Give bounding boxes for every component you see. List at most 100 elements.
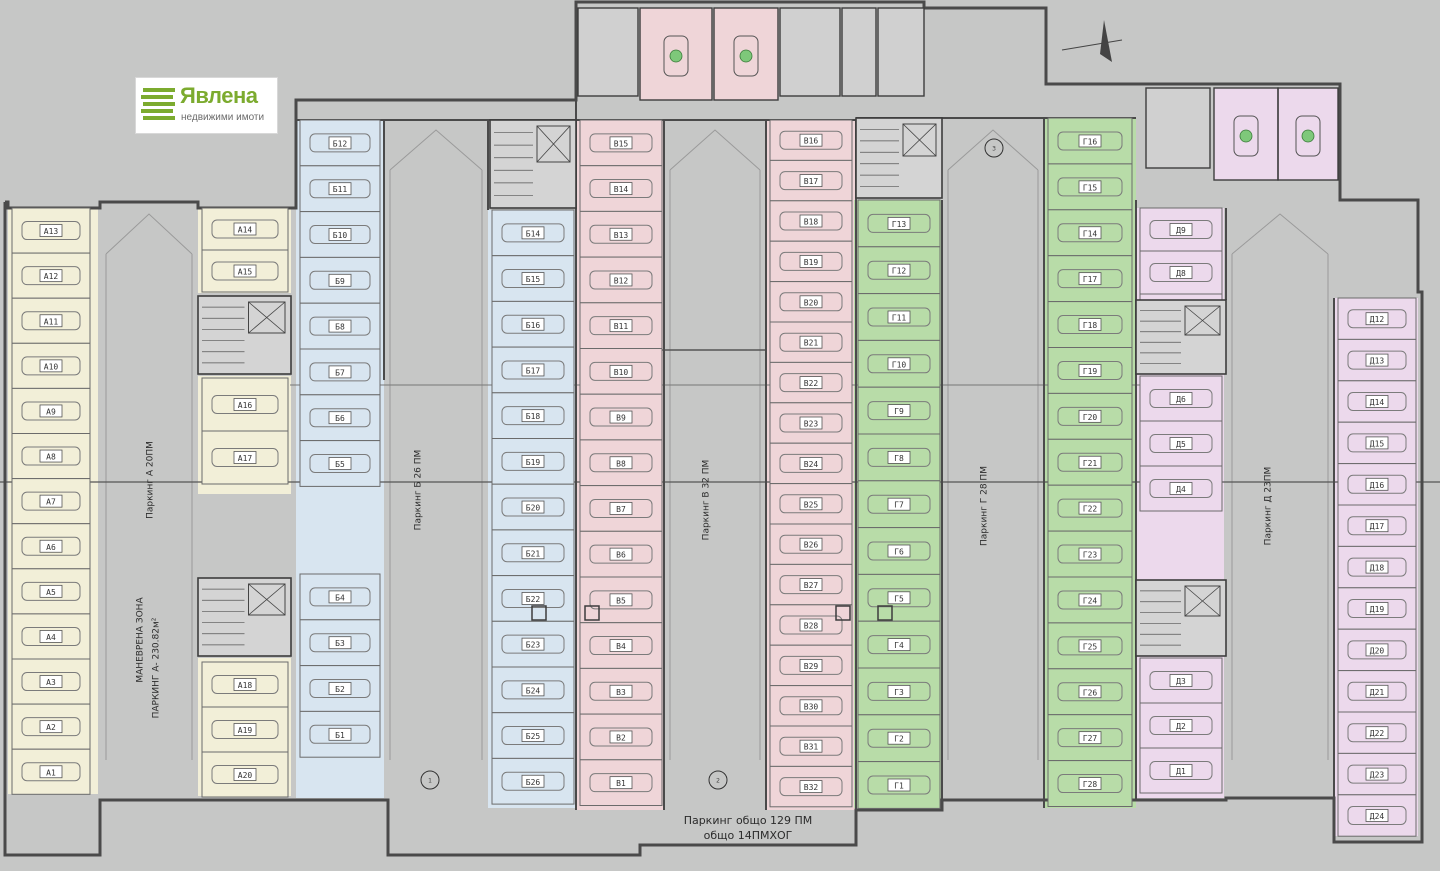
- slot-tag: [233, 723, 257, 736]
- slot-label: В7: [616, 505, 626, 514]
- slot-label: Г2: [894, 735, 904, 744]
- car-outline: [1347, 309, 1407, 329]
- car-outline: [779, 373, 843, 393]
- slot-tag: [39, 675, 63, 688]
- car-outline: [309, 679, 371, 698]
- car-outline: [309, 454, 371, 473]
- car-outline: [867, 541, 931, 561]
- slot-tag: [328, 411, 352, 425]
- zone-sublabel: ПАРКИНГ А- 230.82м²: [152, 617, 162, 718]
- slot-tag: [1365, 477, 1389, 491]
- slot-tag: [1365, 353, 1389, 367]
- north-arrow-icon: [1100, 20, 1112, 62]
- slot-tag: [521, 729, 545, 742]
- slot-tag: [39, 314, 63, 328]
- slot-label: В4: [616, 642, 626, 651]
- car-outline: [21, 717, 81, 737]
- car-outline: [779, 251, 843, 271]
- slot-label: Б11: [333, 185, 348, 194]
- car-outline: [501, 406, 565, 426]
- slot-tag: [39, 404, 63, 418]
- slot-label: В6: [616, 551, 626, 560]
- car-outline: [501, 360, 565, 380]
- slot-tag: [1365, 395, 1389, 408]
- car-outline: [733, 35, 759, 77]
- slot-label: A7: [46, 498, 56, 507]
- building-elements: [197, 7, 1339, 657]
- car-outline: [779, 332, 843, 352]
- slot-tag: [521, 226, 545, 240]
- car-outline: [21, 581, 81, 601]
- car-outline: [589, 590, 653, 610]
- car-outline: [1057, 682, 1123, 702]
- slot-tag: [328, 682, 352, 695]
- elevator-cross: [1184, 585, 1221, 617]
- car-outline: [1295, 115, 1321, 157]
- column-marker: [835, 605, 851, 621]
- slot-label: Г8: [894, 454, 904, 463]
- slot-tag: [521, 272, 545, 285]
- car-outline: [21, 266, 81, 286]
- slot-tag: [521, 317, 545, 331]
- car-outline: [1347, 681, 1407, 701]
- elevator-cross: [902, 123, 937, 157]
- zone-label: Паркинг В 32 ПМ: [702, 460, 712, 541]
- service-room: [1145, 87, 1211, 169]
- car-outline: [501, 680, 565, 700]
- slot-tag: [609, 364, 633, 378]
- slot-label: A4: [46, 633, 56, 642]
- car-outline: [309, 362, 371, 382]
- slot-tag: [328, 727, 352, 741]
- slot-tag: [39, 765, 63, 779]
- slot-label: A2: [46, 723, 56, 732]
- car-outline: [779, 453, 843, 473]
- stair-core: [1135, 299, 1227, 375]
- car-outline: [211, 219, 279, 239]
- slot-label: В3: [616, 688, 626, 697]
- slot-label: Б1: [335, 731, 345, 740]
- slot-label: В28: [804, 622, 819, 631]
- car-outline: [501, 543, 565, 563]
- slot-label: В19: [804, 258, 819, 267]
- car-outline: [867, 775, 931, 795]
- car-outline: [779, 413, 843, 433]
- slot-label: Б18: [526, 412, 541, 421]
- slot-tag: [887, 357, 911, 371]
- car-outline: [309, 587, 371, 607]
- car-outline: [309, 179, 371, 199]
- slot-label: Д5: [1176, 440, 1186, 449]
- slot-tag: [1365, 519, 1389, 533]
- slot-tag: [233, 678, 257, 691]
- slot-tag: [328, 182, 352, 196]
- slot-tag: [521, 363, 545, 377]
- car-outline: [779, 696, 843, 716]
- car-outline: [211, 395, 279, 414]
- slot-tag: [609, 639, 633, 652]
- car-outline: [663, 35, 689, 77]
- elevator-cross: [248, 301, 286, 334]
- car-outline: [867, 681, 931, 701]
- zone-label: Паркинг А 20ПМ: [146, 441, 156, 519]
- slot-tag: [1365, 809, 1389, 822]
- logo-stripes-icon: [141, 88, 175, 120]
- slot-tag: [39, 269, 63, 283]
- slot-label: Д4: [1176, 485, 1186, 494]
- stair-core: [197, 577, 292, 657]
- car-outline: [867, 494, 931, 514]
- slot-label: Д2: [1176, 722, 1186, 731]
- car-outline: [21, 626, 81, 646]
- slot-label: Г21: [1083, 459, 1098, 468]
- slot-label: В14: [614, 185, 629, 194]
- lift-marker: [739, 49, 753, 63]
- slot-label: A8: [46, 453, 56, 462]
- car-outline: [1149, 479, 1213, 498]
- lift-marker: [1239, 129, 1253, 143]
- car-outline: [867, 635, 931, 655]
- slot-tag: [799, 416, 823, 430]
- slot-label: Б2: [335, 685, 345, 694]
- car-outline: [1149, 263, 1213, 282]
- zone-sublabel: МАНЕВРЕНА ЗОНА: [136, 597, 146, 683]
- car-outline: [1149, 671, 1213, 690]
- slot-tag: [328, 228, 352, 241]
- slot-label: Д18: [1370, 564, 1385, 573]
